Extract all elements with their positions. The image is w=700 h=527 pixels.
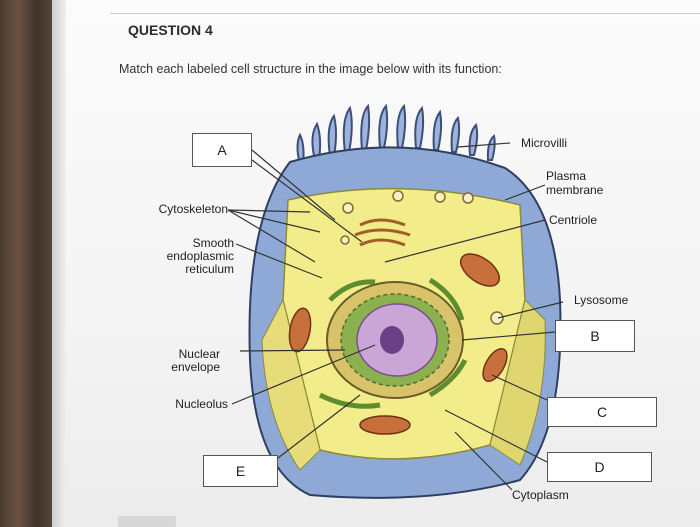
question-title: QUESTION 4 xyxy=(128,22,213,38)
label-envelope: envelope xyxy=(171,360,220,374)
leader-lines xyxy=(227,142,564,491)
label-box-e: E xyxy=(203,455,278,487)
label-microvilli: Microvilli xyxy=(521,136,567,150)
top-divider xyxy=(110,13,700,14)
label-endoplasmic: endoplasmic xyxy=(166,249,234,263)
label-nucleolus: Nucleolus xyxy=(175,397,228,411)
label-box-a: A xyxy=(192,133,252,167)
label-box-b: B xyxy=(555,320,635,352)
label-cytoskeleton: Cytoskeleton xyxy=(158,202,228,216)
label-nuclear: Nuclear xyxy=(178,347,220,361)
label-centriole: Centriole xyxy=(549,213,598,227)
mitochondria xyxy=(288,253,508,435)
label-plasma: Plasma xyxy=(546,169,587,183)
screen-bezel xyxy=(52,0,66,527)
label-box-d: D xyxy=(547,452,652,482)
nucleolus-shape xyxy=(380,326,404,354)
label-reticulum: reticulum xyxy=(185,262,234,276)
label-membrane: membrane xyxy=(546,183,604,197)
desk-background xyxy=(0,0,52,527)
scroll-hint xyxy=(118,516,176,527)
label-lysosome: Lysosome xyxy=(574,293,629,307)
rough-er xyxy=(318,277,468,409)
golgi xyxy=(354,218,411,247)
label-smooth: Smooth xyxy=(192,236,234,250)
label-box-c: C xyxy=(547,397,657,427)
question-prompt: Match each labeled cell structure in the… xyxy=(119,62,502,76)
vesicles xyxy=(340,190,504,325)
label-cytoplasm: Cytoplasm xyxy=(512,488,569,502)
